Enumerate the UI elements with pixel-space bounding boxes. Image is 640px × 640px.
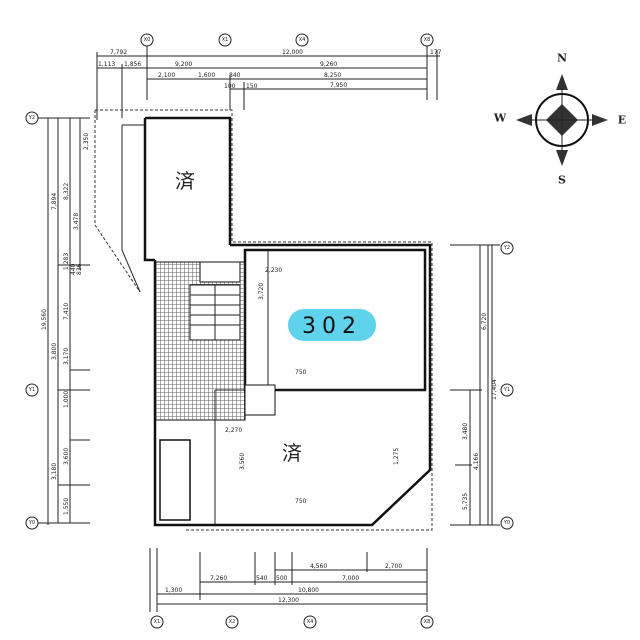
dim-label: 3,478 <box>73 213 80 230</box>
dim-label: 9,260 <box>320 61 337 68</box>
dim-label: 150 <box>246 83 258 90</box>
dim-label: 750 <box>295 369 307 376</box>
dim-label: 12,300 <box>278 597 299 604</box>
dim-label: 440 <box>70 263 77 275</box>
dim-label: 1,550 <box>63 498 70 515</box>
grid-label: Y1 <box>503 387 510 393</box>
compass-icon: N S E W <box>493 52 626 187</box>
compass-w: W <box>493 112 507 125</box>
dim-label: 1,600 <box>198 72 215 79</box>
dim-label: 540 <box>256 575 268 582</box>
grid-label: X2 <box>229 619 236 625</box>
dim-label: 4,560 <box>310 563 327 570</box>
dim-label: 7,894 <box>51 193 58 210</box>
dim-label: 1,300 <box>165 587 182 594</box>
dim-label: 1,856 <box>124 61 141 68</box>
right-dimensions: Y2 Y1 Y0 6,720 17,404 3,480 4,166 5,735 <box>450 241 514 530</box>
dim-label: 100 <box>224 83 236 90</box>
dim-label: 750 <box>295 498 307 505</box>
compass-n: N <box>557 52 567 65</box>
top-grid-markers: X0 X1 X4 X8 <box>140 33 434 47</box>
unit-302-label[interactable]: 302 <box>288 309 376 341</box>
dim-label: 19,560 <box>41 309 48 330</box>
dim-label: 6,720 <box>481 313 488 330</box>
building-outline <box>94 109 433 531</box>
grid-label: Y2 <box>503 245 510 251</box>
dim-label: 2,700 <box>385 563 402 570</box>
dim-label: 836 <box>76 263 83 275</box>
dim-label: 177 <box>430 49 442 56</box>
dim-label: 1,275 <box>393 448 400 465</box>
dim-label: 17,404 <box>491 379 498 400</box>
dim-label: 3,170 <box>63 348 70 365</box>
dim-label: 7,000 <box>342 575 359 582</box>
dim-label: 3,180 <box>51 463 58 480</box>
grid-label: X8 <box>424 619 431 625</box>
grid-label: Y1 <box>28 387 35 393</box>
grid-label: Y0 <box>503 520 510 526</box>
dim-label: 840 <box>229 72 241 79</box>
compass-e: E <box>618 114 626 127</box>
dim-label: 2,350 <box>83 133 90 150</box>
grid-label: X1 <box>222 37 229 43</box>
dim-label: 7,410 <box>63 303 70 320</box>
grid-label: X8 <box>424 37 431 43</box>
dim-label: 7,792 <box>110 49 127 56</box>
dim-label: 5,735 <box>462 493 469 510</box>
dim-label: 7,950 <box>330 82 347 89</box>
dim-label: 3,560 <box>239 453 246 470</box>
dim-label: 2,230 <box>265 267 282 274</box>
grid-label: Y2 <box>28 115 35 121</box>
dim-label: 3,800 <box>51 343 58 360</box>
dim-label: 3,720 <box>258 283 265 300</box>
interior-dimensions: 2,230 3,720 2,270 3,560 1,275 750 750 <box>225 267 400 505</box>
dim-label: 8,250 <box>324 72 341 79</box>
grid-label: X0 <box>144 37 151 43</box>
dim-label: 2,270 <box>225 427 242 434</box>
dim-label: 500 <box>276 575 288 582</box>
room-mark: 済 <box>175 169 195 193</box>
dim-label: 7,260 <box>210 575 227 582</box>
dim-label: 3,480 <box>462 423 469 440</box>
dim-label: 1,000 <box>63 391 70 408</box>
stair-core <box>154 261 276 521</box>
left-dimensions: Y2 Y1 Y0 19,560 7,894 2,350 8,322 3,478 … <box>25 111 90 530</box>
dim-label: 1,113 <box>98 61 115 68</box>
dim-label: 9,200 <box>175 61 192 68</box>
dim-label: 8,322 <box>63 183 70 200</box>
dim-label: 1,283 <box>63 253 70 270</box>
dim-label: 12,000 <box>282 49 303 56</box>
dim-label: 10,800 <box>298 587 319 594</box>
unit-number: 302 <box>302 314 362 339</box>
compass-s: S <box>558 174 566 187</box>
grid-label: X1 <box>154 619 161 625</box>
grid-label: X4 <box>307 619 314 625</box>
dim-label: 4,166 <box>473 453 480 470</box>
dim-label: 3,600 <box>63 448 70 465</box>
grid-label: X4 <box>299 37 306 43</box>
bottom-dimensions: 4,560 2,700 7,260 540 500 7,000 1,300 10… <box>149 548 434 629</box>
dim-label: 2,100 <box>158 72 175 79</box>
room-mark: 済 <box>282 441 302 465</box>
grid-label: Y0 <box>28 520 35 526</box>
top-dimensions: 7,792 12,000 177 1,113 1,856 9,200 9,260… <box>96 46 442 120</box>
